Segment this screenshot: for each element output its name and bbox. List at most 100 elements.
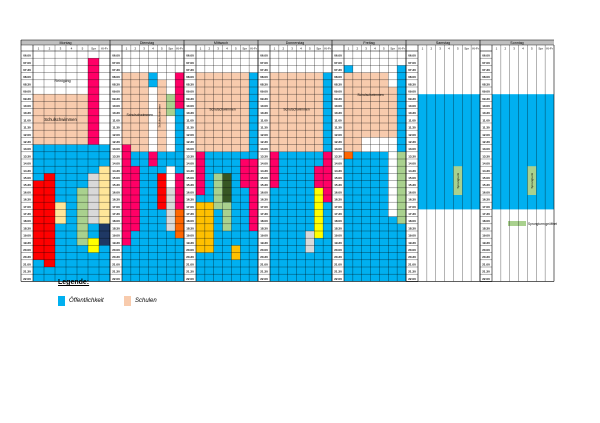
- time-label-1-16: 14.30: [112, 169, 120, 173]
- time-label-6-7: 10.00: [482, 104, 490, 108]
- time-label-6-12: 12.30: [482, 140, 490, 144]
- time-label-6-0: 06.00: [482, 54, 490, 58]
- time-label-0-4: 08.30: [23, 82, 31, 86]
- col-header-3-0: 1: [274, 47, 276, 51]
- time-label-5-2: 07.30: [408, 68, 416, 72]
- time-label-5-9: 11.00: [408, 118, 416, 122]
- time-label-5-31: 22.00: [408, 277, 416, 281]
- time-label-6-29: 21.00: [482, 262, 490, 266]
- time-label-3-6: 09.30: [260, 97, 268, 101]
- time-label-3-4: 08.30: [260, 82, 268, 86]
- time-label-6-1: 07.00: [482, 61, 490, 65]
- time-label-1-7: 10.00: [112, 104, 120, 108]
- time-label-2-26: 19.30: [186, 241, 194, 245]
- time-label-5-23: 18.00: [408, 219, 416, 223]
- time-label-6-17: 15.00: [482, 176, 490, 180]
- time-label-5-18: 15.30: [408, 183, 416, 187]
- time-label-1-25: 19.00: [112, 234, 120, 238]
- time-label-3-0: 06.00: [260, 54, 268, 58]
- time-label-1-11: 12.00: [112, 133, 120, 137]
- time-label-1-3: 08.00: [112, 75, 120, 79]
- time-label-6-9: 11.00: [482, 118, 490, 122]
- time-label-0-25: 19.00: [23, 234, 31, 238]
- day-title-dienstag: Dienstag: [140, 41, 154, 45]
- time-label-5-28: 20.30: [408, 255, 416, 259]
- time-label-1-12: 12.30: [112, 140, 120, 144]
- col-header-5-3: 4: [448, 47, 450, 51]
- time-label-3-21: 17.00: [260, 205, 268, 209]
- time-label-3-2: 07.30: [260, 68, 268, 72]
- time-label-2-7: 10.00: [186, 104, 194, 108]
- time-label-5-6: 09.30: [408, 97, 416, 101]
- col-header-2-3: 4: [226, 47, 228, 51]
- legend-label-public: Öffentlichkeit: [69, 298, 104, 304]
- time-label-1-9: 11.00: [112, 118, 120, 122]
- time-label-4-5: 09.00: [334, 90, 342, 94]
- time-label-1-15: 14.00: [112, 162, 120, 166]
- time-label-3-13: 13.00: [260, 147, 268, 151]
- time-label-4-12: 12.30: [334, 140, 342, 144]
- time-label-6-14: 13.30: [482, 154, 490, 158]
- time-label-6-15: 14.00: [482, 162, 490, 166]
- time-label-3-22: 17.30: [260, 212, 268, 216]
- col-header-1-6: Kl-Fr: [176, 47, 183, 51]
- time-label-1-18: 15.30: [112, 183, 120, 187]
- label-school-swimming-thu: Schulschwimmen: [283, 108, 309, 112]
- time-label-0-30: 21.30: [23, 270, 31, 274]
- time-label-6-20: 16.30: [482, 198, 490, 202]
- day-header-6: [480, 40, 554, 45]
- time-label-1-30: 21.30: [112, 270, 120, 274]
- col-header-6-3: 4: [522, 47, 524, 51]
- time-label-4-6: 09.30: [334, 97, 342, 101]
- col-header-1-4: 5: [161, 47, 163, 51]
- time-label-0-16: 14.30: [23, 169, 31, 173]
- time-label-3-20: 16.30: [260, 198, 268, 202]
- time-label-4-20: 16.30: [334, 198, 342, 202]
- time-label-0-2: 07.30: [23, 68, 31, 72]
- time-label-1-4: 08.30: [112, 82, 120, 86]
- time-label-2-11: 12.00: [186, 133, 194, 137]
- time-label-1-22: 17.30: [112, 212, 120, 216]
- time-label-5-3: 08.00: [408, 75, 416, 79]
- label-school-swimming-wed: Schulschwimmen: [209, 108, 235, 112]
- time-label-4-8: 10.30: [334, 111, 342, 115]
- time-label-0-22: 17.30: [23, 212, 31, 216]
- time-label-2-15: 14.00: [186, 162, 194, 166]
- time-label-6-31: 22.00: [482, 277, 490, 281]
- time-label-5-4: 08.30: [408, 82, 416, 86]
- col-header-0-6: Kl-Fr: [101, 47, 108, 51]
- time-label-1-27: 20.00: [112, 248, 120, 252]
- block-5-66: [453, 166, 463, 195]
- block-3-48: [323, 72, 332, 152]
- time-label-5-7: 10.00: [408, 104, 416, 108]
- time-label-2-20: 16.30: [186, 198, 194, 202]
- col-header-0-4: 5: [82, 47, 84, 51]
- time-label-0-19: 16.00: [23, 190, 31, 194]
- time-label-0-27: 20.00: [23, 248, 31, 252]
- block-3-51: [314, 187, 324, 239]
- col-header-2-6: Kl-Fr: [250, 47, 257, 51]
- time-label-0-21: 17.00: [23, 205, 31, 209]
- block-1-23: [166, 94, 176, 116]
- time-label-4-0: 06.00: [334, 54, 342, 58]
- time-label-0-13: 13.00: [23, 147, 31, 151]
- time-label-6-10: 11.30: [482, 126, 490, 130]
- time-label-6-19: 16.00: [482, 190, 490, 194]
- label-springboard-sun: Sprungturm: [530, 172, 534, 188]
- time-label-2-14: 13.30: [186, 154, 194, 158]
- label-cleaning: Reinigung: [55, 79, 71, 83]
- block-1-32: [175, 173, 184, 210]
- block-6-68: [527, 166, 537, 195]
- block-3-50: [270, 151, 279, 188]
- col-header-3-3: 4: [300, 47, 302, 51]
- block-1-30: [157, 173, 167, 210]
- time-label-4-15: 14.00: [334, 162, 342, 166]
- block-0-13: [55, 202, 66, 224]
- time-label-0-31: 22.00: [23, 277, 31, 281]
- block-0-17: [99, 223, 110, 246]
- time-label-0-18: 15.30: [23, 183, 31, 187]
- time-label-0-10: 11.30: [23, 126, 31, 130]
- time-label-4-27: 20.00: [334, 248, 342, 252]
- block-1-28: [130, 166, 140, 231]
